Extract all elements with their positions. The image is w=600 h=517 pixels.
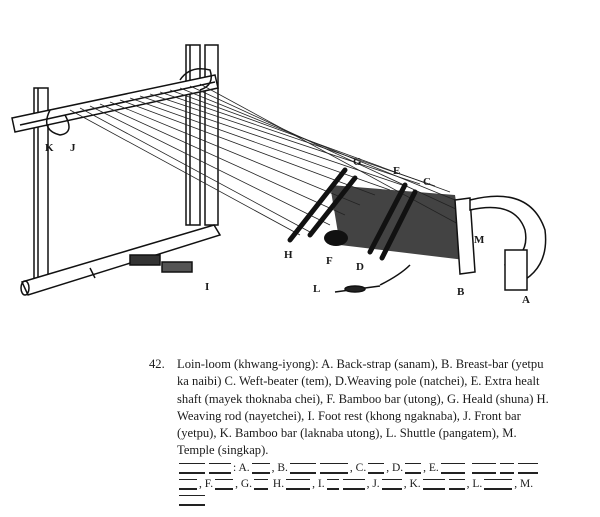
label-l: L	[313, 283, 321, 295]
loom-drawing	[11, 44, 547, 296]
script-item-h: H.	[272, 478, 285, 490]
script-item-j: J.	[372, 478, 380, 490]
caption-text: Loin-loom (khwang-iyong): A. Back-strap …	[177, 357, 549, 458]
label-g: G	[353, 156, 362, 168]
label-j: J	[70, 142, 76, 154]
label-k: K	[45, 142, 54, 154]
label-d: D	[356, 261, 364, 273]
label-e: E	[393, 165, 401, 177]
script-item-b: B.	[277, 462, 288, 474]
script-item-d: D.	[391, 462, 404, 474]
script-item-k: K.	[409, 478, 421, 490]
script-item-e: E.	[428, 462, 439, 474]
label-b: B	[457, 286, 465, 298]
label-h: H	[284, 249, 293, 261]
script-item-g: G.	[240, 478, 253, 490]
label-i: I	[205, 281, 210, 293]
figure-caption: 42. Loin-loom (khwang-iyong): A. Back-st…	[149, 356, 549, 460]
label-c: C	[423, 176, 431, 188]
figure-number: 42.	[149, 357, 165, 371]
loin-loom-illustration: K J G E C M H F D L I B A	[11, 44, 547, 306]
label-f: F	[326, 255, 333, 267]
script-item-l: L.	[472, 478, 483, 490]
label-a: A	[522, 294, 530, 306]
script-item-m: M.	[520, 478, 534, 490]
meitei-script-caption: : A., B., C., D., E. , F., G. H., I., J.…	[177, 460, 557, 508]
script-item-i: I.	[317, 478, 325, 490]
script-item-a: A.	[238, 462, 250, 474]
script-item-c: C.	[355, 462, 367, 474]
label-m: M	[474, 234, 485, 246]
script-item-f: F.	[204, 478, 214, 490]
